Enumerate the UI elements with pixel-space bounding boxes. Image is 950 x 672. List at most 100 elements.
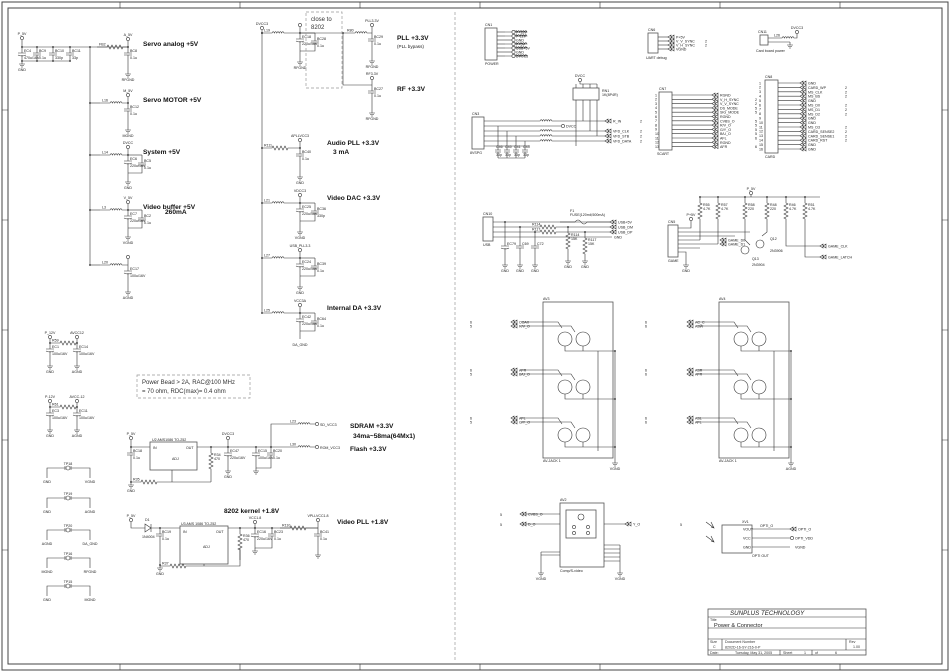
part-value: 470u/16V bbox=[24, 56, 40, 60]
power-bead-note-box bbox=[136, 374, 251, 399]
power-net-label: VDCC3 bbox=[294, 189, 306, 193]
signal-label: GAME_D1 bbox=[728, 243, 745, 247]
net-label: AGND bbox=[85, 510, 96, 514]
sheet-reference: 2 bbox=[845, 130, 847, 134]
part-value: 1K(8P4R) bbox=[602, 93, 618, 97]
power-port-symbol bbox=[370, 23, 374, 27]
offpage-connector bbox=[711, 126, 719, 132]
offpage-connector bbox=[799, 142, 807, 148]
ground-symbol bbox=[252, 548, 258, 555]
test-point-label: TP20 bbox=[64, 524, 73, 528]
sheet-reference: 6 bbox=[645, 321, 647, 325]
sheet-reference: 2 bbox=[845, 95, 847, 99]
pin-number: 3 bbox=[759, 90, 761, 94]
power-net-label: P_12V bbox=[45, 331, 56, 335]
power-port-symbol bbox=[795, 30, 799, 34]
wire bbox=[300, 33, 316, 52]
sheet-reference: 2 bbox=[845, 112, 847, 116]
ground-net-label: GND bbox=[127, 489, 135, 493]
connector-ref: AV3 bbox=[543, 297, 550, 301]
pin-number: 12 bbox=[655, 141, 659, 145]
capacitor bbox=[17, 47, 27, 61]
wire bbox=[678, 231, 750, 262]
pin-number: 8 bbox=[655, 123, 657, 127]
offpage-connector bbox=[510, 319, 518, 325]
sheet-reference: 2 bbox=[705, 40, 707, 44]
connector-ref: AV2 bbox=[560, 498, 567, 502]
capacitor bbox=[311, 205, 319, 219]
part-designator: RN1 bbox=[602, 89, 609, 93]
test-point-label: TP16 bbox=[64, 552, 73, 556]
jack-socket bbox=[751, 427, 767, 443]
connector-ref: CN10 bbox=[483, 212, 492, 216]
offpage-connector bbox=[711, 122, 719, 128]
part-designator: L26 bbox=[774, 34, 780, 38]
power-port-symbol bbox=[511, 46, 516, 50]
part-value: 0.1u bbox=[317, 44, 324, 48]
capacitor bbox=[314, 528, 322, 542]
power-net-label: VCC3A bbox=[294, 299, 307, 303]
pin-label: OUT bbox=[186, 446, 194, 450]
offpage-connector bbox=[686, 319, 694, 325]
offpage-connector bbox=[510, 323, 518, 329]
part-designator: BC5 bbox=[144, 159, 151, 163]
part-value: 4.7K bbox=[789, 207, 797, 211]
power-port-symbol bbox=[561, 124, 565, 128]
power-port-symbol bbox=[689, 217, 693, 221]
resistor bbox=[262, 145, 300, 151]
ground-symbol bbox=[582, 258, 588, 265]
power-port-symbol bbox=[749, 191, 753, 195]
ground-symbol bbox=[125, 71, 131, 78]
resistor bbox=[802, 197, 808, 225]
offpage-connector bbox=[711, 118, 719, 124]
part-designator: R111 bbox=[264, 144, 272, 148]
ferrite-bead bbox=[530, 134, 560, 137]
pin-label: IN bbox=[183, 530, 187, 534]
offpage-connector bbox=[799, 106, 807, 112]
ferrite-bead bbox=[530, 119, 560, 122]
offpage-connector bbox=[711, 135, 719, 141]
signal-label: VGND bbox=[676, 48, 687, 52]
wire bbox=[597, 351, 616, 460]
offpage-connector bbox=[510, 419, 518, 425]
net-label: RFGND bbox=[84, 570, 97, 574]
part-value: 0.1u bbox=[302, 157, 309, 161]
pin-label: ADJ bbox=[172, 457, 179, 461]
offpage-connector bbox=[799, 93, 807, 99]
sheet-reference: 2 bbox=[845, 126, 847, 130]
ferrite-bead bbox=[262, 201, 300, 204]
ground-net-label: RFGND bbox=[366, 65, 379, 69]
part-value: 100u/16V bbox=[52, 416, 68, 420]
test-point bbox=[64, 583, 72, 589]
capacitor bbox=[124, 47, 132, 61]
resistor bbox=[160, 563, 204, 569]
power-port-symbol bbox=[126, 145, 130, 149]
title-block-grid bbox=[708, 616, 866, 655]
ferrite-bead bbox=[262, 311, 300, 314]
resistor-network-rn1 bbox=[572, 87, 600, 101]
offpage-connector bbox=[719, 241, 727, 247]
capacitor bbox=[516, 240, 524, 254]
part-designator: EC25 bbox=[302, 205, 311, 209]
ground-symbol bbox=[502, 262, 508, 269]
pin-label: OUT bbox=[216, 530, 224, 534]
title-label: Title bbox=[710, 618, 717, 622]
part-designator: D1 bbox=[145, 518, 150, 522]
signal-label: AFL bbox=[720, 137, 727, 141]
signal-label: P+5V bbox=[676, 36, 685, 40]
sheet-reference: 2 bbox=[755, 102, 757, 106]
power-net-label: VCC1.8 bbox=[249, 516, 262, 520]
part-designator: L21 bbox=[264, 199, 270, 203]
part-designator: R51 bbox=[808, 203, 815, 207]
part-designator: BC8 bbox=[130, 49, 137, 53]
power-port-symbol bbox=[511, 38, 516, 42]
wire bbox=[525, 513, 560, 525]
connector-name: SCART bbox=[657, 152, 670, 156]
signal-label: ASR bbox=[695, 369, 703, 373]
pin-number: 10 bbox=[655, 132, 659, 136]
resistor bbox=[131, 479, 172, 485]
part-designator: C41 bbox=[514, 145, 521, 149]
power-net-label: USB+5V bbox=[516, 46, 530, 50]
ground-symbol bbox=[517, 262, 523, 269]
part-designator: C46 bbox=[496, 145, 503, 149]
